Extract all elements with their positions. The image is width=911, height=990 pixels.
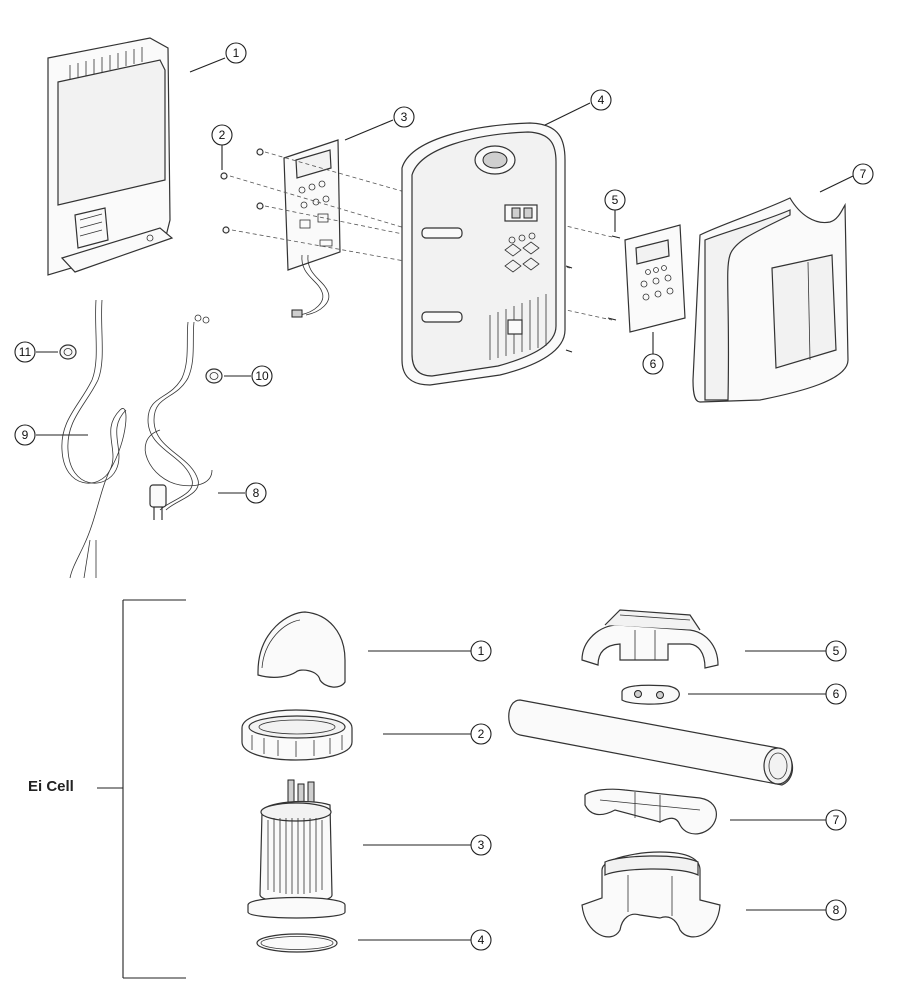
svg-text:4: 4: [598, 93, 605, 107]
cell-callout-3: 3: [470, 834, 492, 856]
ei-cell-label: Ei Cell: [28, 778, 74, 795]
retaining-clip: [621, 684, 680, 705]
cell-callout-7: 7: [825, 809, 847, 831]
callout-1: 1: [225, 42, 247, 64]
svg-text:3: 3: [401, 110, 408, 124]
svg-text:10: 10: [255, 369, 269, 383]
main-enclosure: [401, 122, 566, 386]
power-cord-left: [61, 299, 127, 579]
callout-5: 5: [604, 189, 626, 211]
svg-text:6: 6: [833, 687, 840, 701]
callout-3: 3: [393, 106, 415, 128]
cell-cap: [257, 611, 346, 688]
svg-text:1: 1: [233, 46, 240, 60]
front-cover: [692, 197, 849, 403]
cell-bracket: [97, 599, 186, 979]
callout-2: 2: [211, 124, 233, 146]
svg-text:7: 7: [833, 813, 840, 827]
callout-9: 9: [14, 424, 36, 446]
callout-4: 4: [590, 89, 612, 111]
callout-10: 10: [251, 365, 273, 387]
svg-text:2: 2: [478, 727, 485, 741]
power-cord-right: [144, 314, 213, 520]
svg-text:9: 9: [22, 428, 29, 442]
cell-callout-4: 4: [470, 929, 492, 951]
svg-text:8: 8: [253, 486, 260, 500]
locking-ring: [241, 709, 353, 761]
callout-11: 11: [14, 341, 36, 363]
svg-text:7: 7: [860, 167, 867, 181]
svg-text:4: 4: [478, 933, 485, 947]
cell-callout-2: 2: [470, 723, 492, 745]
svg-text:3: 3: [478, 838, 485, 852]
cell-pipe: [508, 699, 793, 786]
circuit-board: [283, 139, 341, 318]
cable-gland-11: [59, 344, 77, 360]
callout-6: 6: [642, 353, 664, 375]
cable-gland-10: [205, 368, 223, 384]
power-supply-bracket: [47, 37, 174, 276]
cell-callout-1: 1: [470, 640, 492, 662]
screws: [220, 148, 264, 234]
svg-text:5: 5: [833, 644, 840, 658]
svg-text:11: 11: [19, 345, 32, 359]
callout-leader: [544, 102, 591, 126]
callout-leader: [344, 119, 394, 141]
keypad-overlay: [624, 224, 686, 333]
saddle-housing: [581, 851, 721, 938]
callout-leader: [819, 175, 854, 193]
callout-8: 8: [245, 482, 267, 504]
o-ring: [256, 933, 338, 953]
electrode-cartridge: [247, 779, 346, 919]
top-clamp: [581, 609, 719, 669]
cell-callout-6: 6: [825, 683, 847, 705]
svg-text:5: 5: [612, 193, 619, 207]
svg-text:1: 1: [478, 644, 485, 658]
svg-text:2: 2: [219, 128, 226, 142]
cell-callout-5: 5: [825, 640, 847, 662]
cover-screws: [565, 235, 621, 353]
callout-7: 7: [852, 163, 874, 185]
svg-text:6: 6: [650, 357, 657, 371]
callout-leader: [189, 57, 226, 73]
cell-callout-8: 8: [825, 899, 847, 921]
bottom-clamp: [584, 788, 717, 835]
svg-text:8: 8: [833, 903, 840, 917]
